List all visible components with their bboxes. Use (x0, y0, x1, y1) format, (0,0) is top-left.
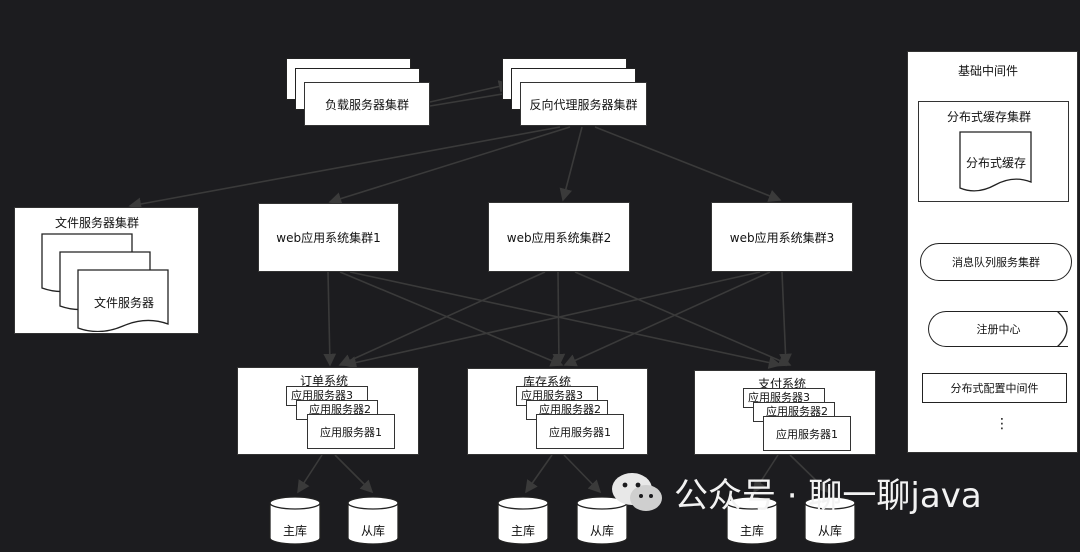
web-cluster-2: web应用系统集群2 (488, 202, 630, 272)
payment-slave-db-label: 从库 (818, 524, 843, 538)
payment-app-server-1-label: 应用服务器1 (776, 427, 838, 441)
edge-order-slave (334, 454, 374, 494)
payment-slave-db-icon (804, 496, 856, 545)
edge-proxy-web2 (559, 126, 583, 202)
order-app-server-1: 应用服务器1 (307, 414, 395, 449)
edge-web3-pay (779, 271, 792, 367)
payment-app-server-3-label: 应用服务器3 (748, 391, 810, 404)
payment-master-db-icon (726, 496, 778, 545)
edge-pay-slave (789, 454, 830, 494)
registry-center: 注册中心 (928, 311, 1068, 347)
message-queue-cluster: 消息队列服务集群 (920, 243, 1072, 281)
stock-system-title: 库存系统 (523, 375, 572, 389)
edge-proxy-web3 (594, 126, 782, 202)
registry-cylinder-end-icon (1056, 311, 1068, 347)
config-middleware: 分布式配置中间件 (922, 373, 1067, 403)
stock-app-server-1: 应用服务器1 (536, 414, 624, 449)
web-cluster-3: web应用系统集群3 (711, 202, 853, 272)
edge-stock-slave (563, 454, 602, 494)
stock-app-server-3-label: 应用服务器3 (521, 389, 583, 402)
edge-web3-stock (563, 271, 771, 367)
order-app-server-1-label: 应用服务器1 (320, 425, 382, 439)
edge-web1-stock (339, 271, 564, 367)
load-balancer-label: 负载服务器集群 (324, 97, 409, 112)
load-balancer-cluster: 负载服务器集群 (304, 82, 430, 126)
config-label: 分布式配置中间件 (950, 382, 1039, 395)
edge-web3-order (343, 271, 761, 369)
edge-load-proxy-2 (429, 87, 517, 107)
web-cluster-1-label: web应用系统集群1 (276, 231, 381, 245)
edge-web2-stock (552, 271, 566, 367)
edge-web2-order (338, 271, 546, 367)
edge-pay-master (753, 454, 779, 494)
file-cluster-title: 文件服务器集群 (55, 216, 140, 230)
payment-app-server-1: 应用服务器1 (763, 416, 851, 451)
order-system-title: 订单系统 (300, 374, 349, 388)
watermark: 公众号 · 聊一聊java (610, 468, 982, 517)
stock-slave-db-icon (576, 496, 628, 545)
reverse-proxy-cluster: 反向代理服务器集群 (520, 82, 647, 126)
cache-cluster-title: 分布式缓存集群 (947, 110, 1032, 124)
edge-stock-master (525, 454, 553, 494)
registry-label: 注册中心 (976, 323, 1021, 336)
stock-app-server-2-label: 应用服务器2 (539, 403, 601, 416)
web-cluster-1: web应用系统集群1 (258, 203, 399, 272)
order-slave-db-icon (347, 496, 399, 545)
web-cluster-2-label: web应用系统集群2 (506, 230, 612, 245)
message-queue-label: 消息队列服务集群 (952, 256, 1040, 269)
file-server-label: 文件服务器 (94, 296, 155, 310)
edge-load-proxy-1 (429, 80, 512, 103)
web-cluster-3-label: web应用系统集群3 (729, 230, 835, 245)
order-master-db-label: 主库 (283, 524, 308, 538)
payment-app-server-2-label: 应用服务器2 (766, 405, 828, 418)
edge-proxy-web1 (328, 126, 571, 205)
middleware-title: 基础中间件 (958, 64, 1019, 78)
wechat-icon (612, 472, 662, 511)
order-app-server-3-label: 应用服务器3 (291, 389, 353, 402)
cache-document-icon (959, 131, 1032, 192)
edge-proxy-file (128, 126, 561, 211)
edge-web1-pay (349, 271, 782, 369)
document-stack-icon (41, 233, 169, 332)
reverse-proxy-label: 反向代理服务器集群 (529, 97, 638, 112)
payment-master-db-label: 主库 (740, 524, 765, 538)
stock-app-server-1-label: 应用服务器1 (549, 425, 611, 439)
stock-slave-db-label: 从库 (590, 524, 615, 538)
order-slave-db-label: 从库 (361, 524, 386, 538)
stock-master-db-icon (497, 496, 549, 545)
more-ellipsis: ⋮ (995, 416, 1009, 432)
payment-system-title: 支付系统 (758, 377, 807, 391)
edge-web2-pay (574, 271, 792, 367)
order-app-server-2-label: 应用服务器2 (309, 403, 371, 416)
order-master-db-icon (269, 496, 321, 545)
watermark-text: 公众号 · 聊一聊java (674, 476, 982, 516)
stock-master-db-label: 主库 (511, 524, 536, 538)
edge-web1-order (323, 271, 337, 367)
edge-order-master (297, 454, 323, 494)
cache-label: 分布式缓存 (966, 156, 1027, 170)
